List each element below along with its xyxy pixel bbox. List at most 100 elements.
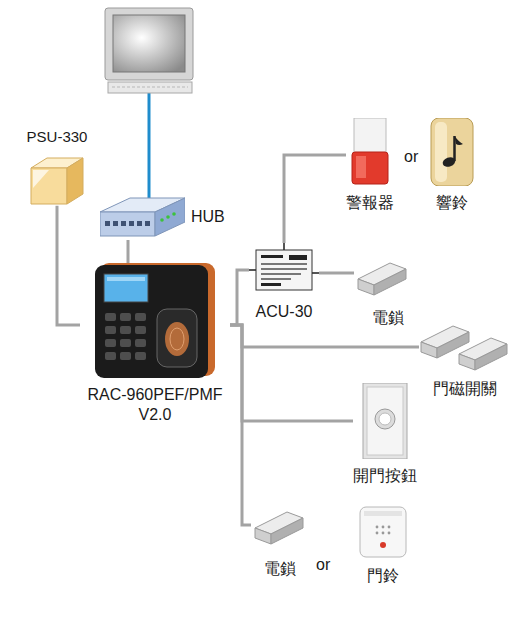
icon-shape [435, 122, 447, 182]
device-icon [419, 322, 511, 372]
icon-shape [255, 528, 271, 544]
device-node: 門磁開關 [419, 322, 511, 399]
icon-shape [137, 221, 142, 226]
icon-shape [105, 8, 193, 80]
device-icon [249, 243, 319, 295]
wire-connector [230, 325, 353, 421]
icon-shape [388, 532, 391, 535]
wire-connector [319, 272, 354, 275]
icon-shape [374, 269, 406, 295]
icon-shape [105, 326, 116, 334]
device-icon [354, 255, 422, 301]
icon-shape [376, 526, 379, 529]
icon-shape [352, 152, 388, 184]
icon-shape [120, 313, 131, 321]
icon-shape [388, 526, 391, 529]
icon-shape [105, 313, 146, 360]
icon-shape [120, 352, 131, 360]
device-icon [95, 263, 215, 378]
wire-connector [57, 206, 80, 325]
icon-shape [256, 250, 312, 290]
device-node: HUB [100, 194, 225, 240]
or-label: or [316, 556, 330, 574]
device-icon [359, 383, 411, 459]
device-node: 開門按鈕 [353, 383, 417, 486]
icon-shape [375, 409, 395, 429]
icon-shape [31, 168, 67, 204]
device-icon [348, 118, 392, 186]
icon-shape [354, 118, 386, 156]
icon-shape [382, 526, 385, 529]
icon-shape [104, 274, 148, 302]
icon-shape [135, 326, 146, 334]
icon-shape [367, 387, 403, 455]
icon-shape [129, 221, 134, 226]
icon-shape [113, 15, 185, 72]
device-label: 門磁開關 [433, 379, 497, 399]
icon-shape [360, 507, 406, 557]
icon-shape [170, 328, 184, 350]
icon-shape [135, 352, 146, 360]
device-label: 電鎖 [372, 308, 404, 328]
icon-shape [379, 413, 391, 425]
icon-shape [261, 263, 307, 265]
icon-shape [145, 221, 150, 226]
icon-shape [105, 313, 116, 321]
icon-shape [165, 322, 189, 356]
icon-shape [135, 339, 146, 347]
icon-shape [157, 309, 197, 367]
device-label: 開門按鈕 [353, 466, 417, 486]
icon-shape [120, 326, 131, 334]
device-node: 警報器 [346, 118, 394, 213]
icon-shape [105, 339, 116, 347]
icon-shape [364, 511, 402, 516]
wire-connector [230, 270, 249, 325]
device-node: 電鎖 [251, 498, 309, 579]
device-label: RAC-960PEF/PMF V2.0 [80, 385, 230, 425]
icon-shape [261, 283, 281, 286]
icon-shape [95, 265, 208, 378]
icon-shape [358, 279, 374, 295]
icon-shape [289, 255, 307, 260]
wire-connector [230, 325, 251, 525]
or-label: or [404, 148, 418, 166]
device-icon [251, 498, 309, 552]
icon-shape [108, 82, 192, 93]
icon-shape [421, 342, 437, 358]
device-icon [429, 118, 475, 186]
icon-shape [107, 277, 145, 281]
icon-shape [376, 526, 391, 535]
icon-shape [382, 532, 385, 535]
icon-shape [100, 212, 155, 236]
wire-connector [284, 155, 346, 243]
device-icon [358, 505, 408, 559]
device-label: PSU-330 [27, 128, 88, 147]
icon-shape [105, 221, 110, 226]
wire-connector [127, 240, 130, 263]
icon-shape [455, 136, 464, 145]
icon-shape [431, 118, 473, 186]
device-label: HUB [191, 207, 225, 227]
icon-shape [33, 170, 49, 188]
icon-shape [135, 313, 146, 321]
icon-shape [120, 339, 131, 347]
icon-shape [261, 255, 283, 258]
icon-shape [160, 218, 164, 222]
icon-shape [380, 542, 386, 548]
device-label: 電鎖 [264, 559, 296, 579]
icon-shape [112, 87, 188, 88]
icon-shape [459, 354, 475, 370]
icon-shape [172, 212, 176, 216]
device-label: 響鈴 [436, 193, 468, 213]
icon-shape [166, 215, 170, 219]
icon-shape [121, 221, 126, 226]
device-node: ACU-30 [249, 243, 319, 322]
icon-shape [261, 273, 301, 275]
device-label: ACU-30 [256, 302, 313, 322]
icon-shape [363, 383, 407, 459]
icon-shape [271, 518, 303, 544]
icon-shape [113, 221, 118, 226]
icon-shape [67, 158, 83, 204]
icon-shape [148, 92, 151, 200]
